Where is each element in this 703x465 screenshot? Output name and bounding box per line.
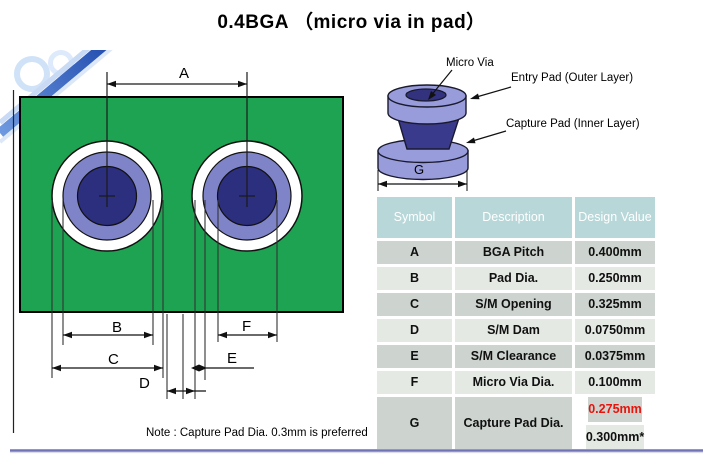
arrow-icon [238,80,247,88]
entry-pad-leader [472,86,512,99]
spec-table: Symbol Description Design Value A BGA Pi… [377,197,655,449]
capture-pad-leader [468,130,507,143]
table-cell-description: Micro Via Dia. [455,371,572,394]
arrow-icon [428,91,436,100]
table-cell-value: 0.400mm [575,241,655,264]
dimension-f [218,331,277,339]
table-cell-description: S/M Opening [455,293,572,316]
note-text: Note : Capture Pad Dia. 0.3mm is preferr… [146,427,368,439]
table-cell-symbol: C [377,293,452,316]
micro-via-3d [377,69,512,191]
capture-pad-label: Capture Pad (Inner Layer) [506,118,640,130]
col-header-description: Description [455,197,572,238]
table-cell-description: S/M Dam [455,319,572,342]
table-cell-description: Capture Pad Dia. [455,397,572,449]
table-cell-value-split: 0.275mm 0.300mm* [575,397,655,449]
table-cell-symbol: B [377,267,452,290]
micro-via-label: Micro Via [446,57,494,69]
micro-via-hole [405,88,447,102]
table-cell-symbol: E [377,345,452,368]
arrow-icon [107,80,116,88]
value-preferred: 0.275mm [588,397,642,422]
arrow-icon [470,93,480,100]
micro-via-leader [429,69,453,98]
dim-label-e: E [227,350,238,367]
table-cell-value: 0.325mm [575,293,655,316]
dimension-e [191,364,254,372]
table-cell-description: BGA Pitch [455,241,572,264]
table-cell-value: 0.0750mm [575,319,655,342]
value-alternate: 0.300mm* [585,424,645,449]
arrow-icon [466,137,476,144]
dim-label-d: D [139,375,150,392]
dim-label-f: F [242,318,252,335]
corner-swoosh-decoration [0,50,160,145]
table-cell-symbol: F [377,371,452,394]
dim-label-b: B [112,319,123,336]
table-cell-symbol: A [377,241,452,264]
decor-circle-icon [14,56,50,92]
col-header-symbol: Symbol [377,197,452,238]
dimension-b [63,331,153,339]
dimension-d [167,387,206,395]
table-cell-description: Pad Dia. [455,267,572,290]
dim-label-c: C [108,351,119,368]
entry-pad-label: Entry Pad (Outer Layer) [511,72,634,84]
dimension-c [52,364,163,372]
dimension-a [99,72,255,207]
extension-lines [51,200,278,399]
table-cell-symbol: G [377,397,452,449]
slide-title: 0.4BGA （micro via in pad） [217,12,486,33]
table-cell-description: S/M Clearance [455,345,572,368]
dim-label-g: G [414,162,425,177]
table-cell-value: 0.0375mm [575,345,655,368]
dim-label-a: A [179,65,190,82]
table-cell-symbol: D [377,319,452,342]
col-header-design-value: Design Value [575,197,655,238]
table-cell-value: 0.100mm [575,371,655,394]
table-cell-value: 0.250mm [575,267,655,290]
